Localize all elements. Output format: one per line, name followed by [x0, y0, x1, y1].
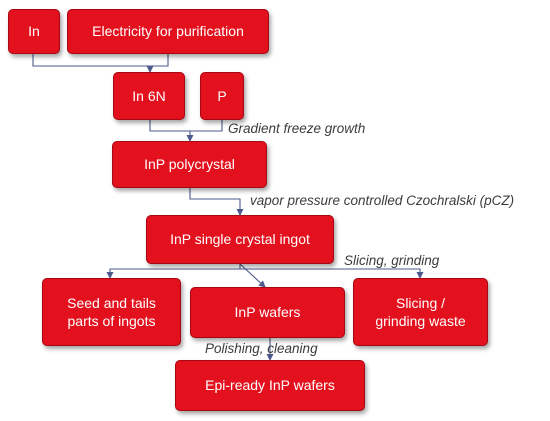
edge-in6n-to-polycrystal	[149, 120, 194, 142]
node-p-label: P	[217, 87, 227, 104]
node-in6n-label: In 6N	[132, 87, 166, 104]
node-polycrystal: InP polycrystal	[112, 141, 267, 188]
edge-p-to-polycrystal	[190, 120, 223, 132]
node-in-label: In	[28, 23, 40, 40]
edge-label-polishing: Polishing, cleaning	[205, 341, 318, 356]
edge-polycrystal-to-ingot	[189, 188, 244, 216]
node-polycrystal-label: InP polycrystal	[144, 156, 235, 173]
edge-ingot-to-seed	[106, 264, 241, 279]
node-in6n: In 6N	[113, 72, 185, 120]
node-waste-label: Slicing / grinding waste	[375, 294, 466, 329]
node-p: P	[200, 72, 244, 120]
node-ingot-label: InP single crystal ingot	[170, 231, 310, 248]
edge-ingot-to-wafers	[239, 263, 266, 288]
edge-ingot-to-waste	[240, 268, 424, 279]
node-waste: Slicing / grinding waste	[353, 278, 488, 346]
node-wafers-label: InP wafers	[234, 304, 301, 321]
edge-in-to-in6n	[32, 54, 154, 73]
node-epi: Epi-ready InP wafers	[175, 360, 365, 411]
edge-label-vpcz: vapor pressure controlled Czochralski (p…	[250, 193, 515, 208]
node-electricity: Electricity for purification	[67, 9, 269, 54]
node-epi-label: Epi-ready InP wafers	[205, 377, 335, 394]
node-seed: Seed and tails parts of ingots	[42, 278, 181, 346]
node-wafers: InP wafers	[190, 287, 345, 338]
node-seed-label: Seed and tails parts of ingots	[67, 294, 156, 329]
node-electricity-label: Electricity for purification	[92, 23, 244, 40]
edge-label-gradient: Gradient freeze growth	[228, 121, 366, 136]
edge-electricity-to-in6n	[150, 54, 169, 67]
edge-label-slicing: Slicing, grinding	[344, 253, 440, 268]
node-ingot: InP single crystal ingot	[146, 215, 334, 264]
node-in: In	[8, 9, 60, 54]
